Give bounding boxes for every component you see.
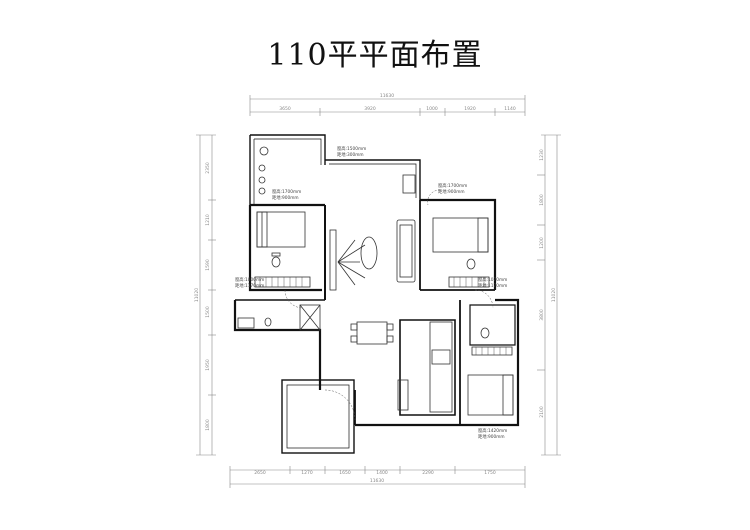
- dim-left-3: 1590: [205, 259, 211, 271]
- dim-bottom-total: 11630: [370, 478, 384, 484]
- note-3-line1: 窗高:1700mm: [438, 182, 467, 189]
- dim-right-2: 1800: [539, 194, 545, 206]
- dim-top-total: 11630: [380, 93, 394, 99]
- note-1-line1: 窗高:1500mm: [337, 145, 366, 152]
- dim-left-2: 1210: [205, 214, 211, 226]
- dimension-labels: 11630 3650 3920 1000 1920 1140 2650 1270…: [194, 93, 557, 484]
- dim-top-4: 1920: [464, 106, 476, 112]
- plant: [259, 146, 269, 156]
- entrance-arrow: [337, 239, 366, 286]
- dim-left-5: 1950: [205, 359, 211, 371]
- hatching: [259, 277, 507, 355]
- room-notes: 窗高:1500mm 距地:300mm 窗高:1700mm 距地:900mm 窗高…: [235, 145, 507, 440]
- dim-left-total: 11020: [194, 288, 200, 302]
- dim-left-1: 2350: [205, 162, 211, 174]
- dining-table: [356, 321, 388, 345]
- note-6-line2: 距地:900mm: [478, 433, 505, 440]
- dim-left-4: 1500: [205, 306, 211, 318]
- dim-bottom-1: 2650: [254, 470, 266, 476]
- note-1-line2: 距地:300mm: [337, 151, 364, 158]
- note-2-line1: 窗高:1700mm: [272, 188, 301, 195]
- counter-left: [254, 276, 311, 288]
- dim-right-1: 1230: [539, 149, 545, 161]
- note-5-line1: 窗高:1070mm: [478, 276, 507, 283]
- door-swings: [284, 189, 494, 421]
- dimension-lines: [196, 95, 561, 488]
- bed-right-top: [432, 217, 489, 253]
- dim-top-5: 1140: [504, 106, 516, 112]
- note-5-line2: 距地:1170mm: [478, 282, 507, 289]
- dim-bottom-2: 1270: [301, 470, 313, 476]
- dim-right-5: 2100: [539, 406, 545, 418]
- furniture: [237, 146, 514, 416]
- dim-left-6: 1800: [205, 419, 211, 431]
- dim-bottom-5: 2290: [422, 470, 434, 476]
- dim-bottom-6: 1750: [484, 470, 496, 476]
- note-3-line2: 距地:900mm: [438, 188, 465, 195]
- dim-right-4: 3800: [539, 309, 545, 321]
- dim-top-2: 3920: [364, 106, 376, 112]
- dim-right-3: 1200: [539, 237, 545, 249]
- toilet-left: [271, 256, 281, 268]
- note-4-line2: 距地:1170mm: [235, 282, 264, 289]
- note-6-line1: 窗高:1420mm: [478, 427, 507, 434]
- dim-top-3: 1000: [426, 106, 438, 112]
- note-2-line2: 距地:900mm: [272, 194, 299, 201]
- sofa: [396, 219, 416, 283]
- balcony-bottom: [281, 379, 355, 454]
- bed-right-lower: [467, 374, 514, 416]
- rug: [360, 236, 378, 270]
- dim-top-1: 3650: [279, 106, 291, 112]
- page-title: 110平平面布置: [267, 38, 483, 73]
- note-4-line1: 窗高:1800mm: [235, 276, 264, 283]
- walls: [233, 134, 520, 427]
- dim-bottom-3: 1650: [339, 470, 351, 476]
- bed-left: [256, 211, 306, 248]
- kitchen-counter: [429, 321, 453, 413]
- toilet-right-top: [466, 258, 476, 270]
- dim-right-total: 11020: [551, 288, 557, 302]
- dim-bottom-4: 1400: [376, 470, 388, 476]
